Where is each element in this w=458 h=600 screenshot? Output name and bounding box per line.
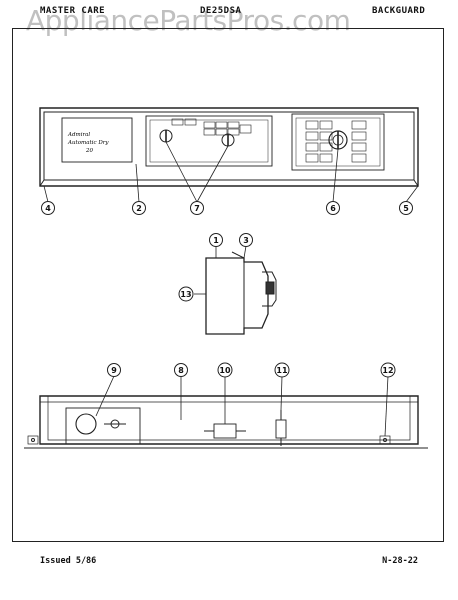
- svg-text:4: 4: [45, 204, 51, 213]
- svg-text:1: 1: [213, 236, 219, 245]
- svg-text:8: 8: [178, 366, 184, 375]
- svg-text:2: 2: [136, 204, 142, 213]
- svg-text:11: 11: [276, 366, 288, 375]
- rear-panel: [24, 395, 428, 449]
- leader-lines: [43, 141, 419, 437]
- watermark: AppliancePartsPros.com: [26, 4, 351, 37]
- svg-text:9: 9: [111, 366, 117, 375]
- diagram-frame: [12, 28, 444, 542]
- callout-2: 2: [132, 201, 146, 215]
- header-model-number: DE25DSA: [200, 6, 242, 16]
- header-model-brand: MASTER CARE: [40, 6, 106, 16]
- callout-8: 8: [174, 363, 188, 377]
- callout-13: 13: [178, 286, 194, 302]
- callout-4: 4: [41, 201, 55, 215]
- footer-issued-date: Issued 5/86: [40, 556, 97, 566]
- panel-logo-line1: Admiral: [67, 132, 90, 138]
- callout-3: 3: [239, 233, 253, 247]
- svg-text:10: 10: [219, 366, 231, 375]
- svg-text:5: 5: [403, 204, 409, 213]
- svg-text:13: 13: [180, 290, 191, 299]
- footer-page-code: N-28-22: [382, 556, 418, 566]
- callout-6: 6: [326, 201, 340, 215]
- callout-7: 7: [190, 201, 204, 215]
- control-panel: [39, 107, 419, 187]
- svg-text:3: 3: [243, 236, 249, 245]
- panel-logo-line3: 20: [85, 148, 93, 154]
- callout-9: 9: [107, 363, 121, 377]
- svg-text:7: 7: [194, 204, 200, 213]
- svg-text:12: 12: [382, 366, 393, 375]
- callout-11: 11: [274, 362, 290, 378]
- callout-10: 10: [217, 362, 233, 378]
- timer-assembly: [205, 251, 277, 335]
- panel-logo-line2: Automatic Dry: [67, 140, 109, 146]
- callout-1: 1: [209, 233, 223, 247]
- callout-12: 12: [380, 362, 396, 378]
- svg-text:6: 6: [330, 204, 336, 213]
- callout-5: 5: [399, 201, 413, 215]
- header-section: BACKGUARD: [372, 6, 426, 16]
